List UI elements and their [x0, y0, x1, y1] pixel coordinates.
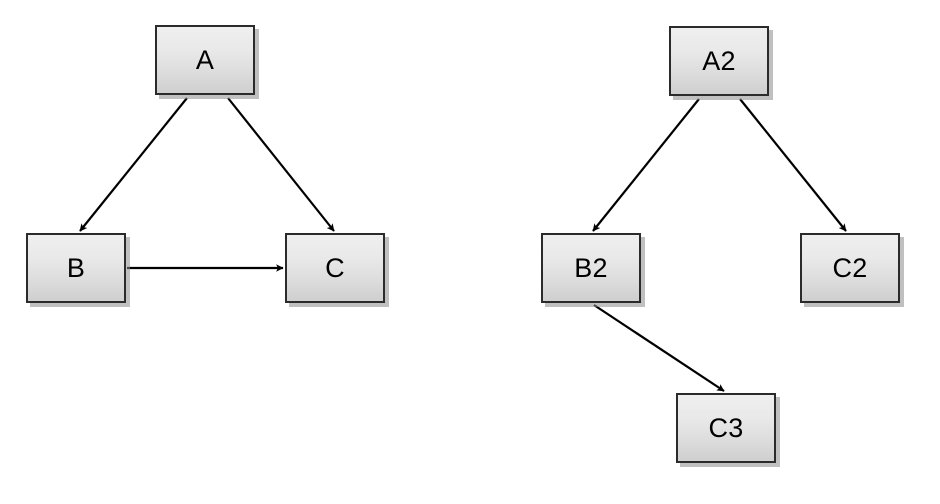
node-a-label: A [195, 44, 215, 75]
edge-a-to-b [79, 97, 188, 232]
edge-a-to-c [227, 97, 335, 232]
node-b2[interactable]: B2 [541, 233, 641, 303]
node-a2-label: A2 [702, 45, 736, 76]
node-b[interactable]: B [26, 233, 126, 303]
node-a[interactable]: A [155, 25, 255, 95]
node-c-label: C [325, 252, 345, 283]
edge-b2-to-c3 [593, 304, 725, 392]
node-b-label: B [66, 252, 86, 283]
node-c3-label: C3 [708, 412, 744, 443]
node-c[interactable]: C [285, 233, 385, 303]
node-c3[interactable]: C3 [676, 393, 776, 463]
node-c2[interactable]: C2 [800, 233, 900, 303]
edge-a2-to-c2 [739, 98, 847, 232]
node-c2-label: C2 [832, 252, 868, 283]
node-b2-label: B2 [574, 252, 608, 283]
edge-a2-to-b2 [592, 98, 700, 232]
node-a2[interactable]: A2 [669, 26, 769, 96]
